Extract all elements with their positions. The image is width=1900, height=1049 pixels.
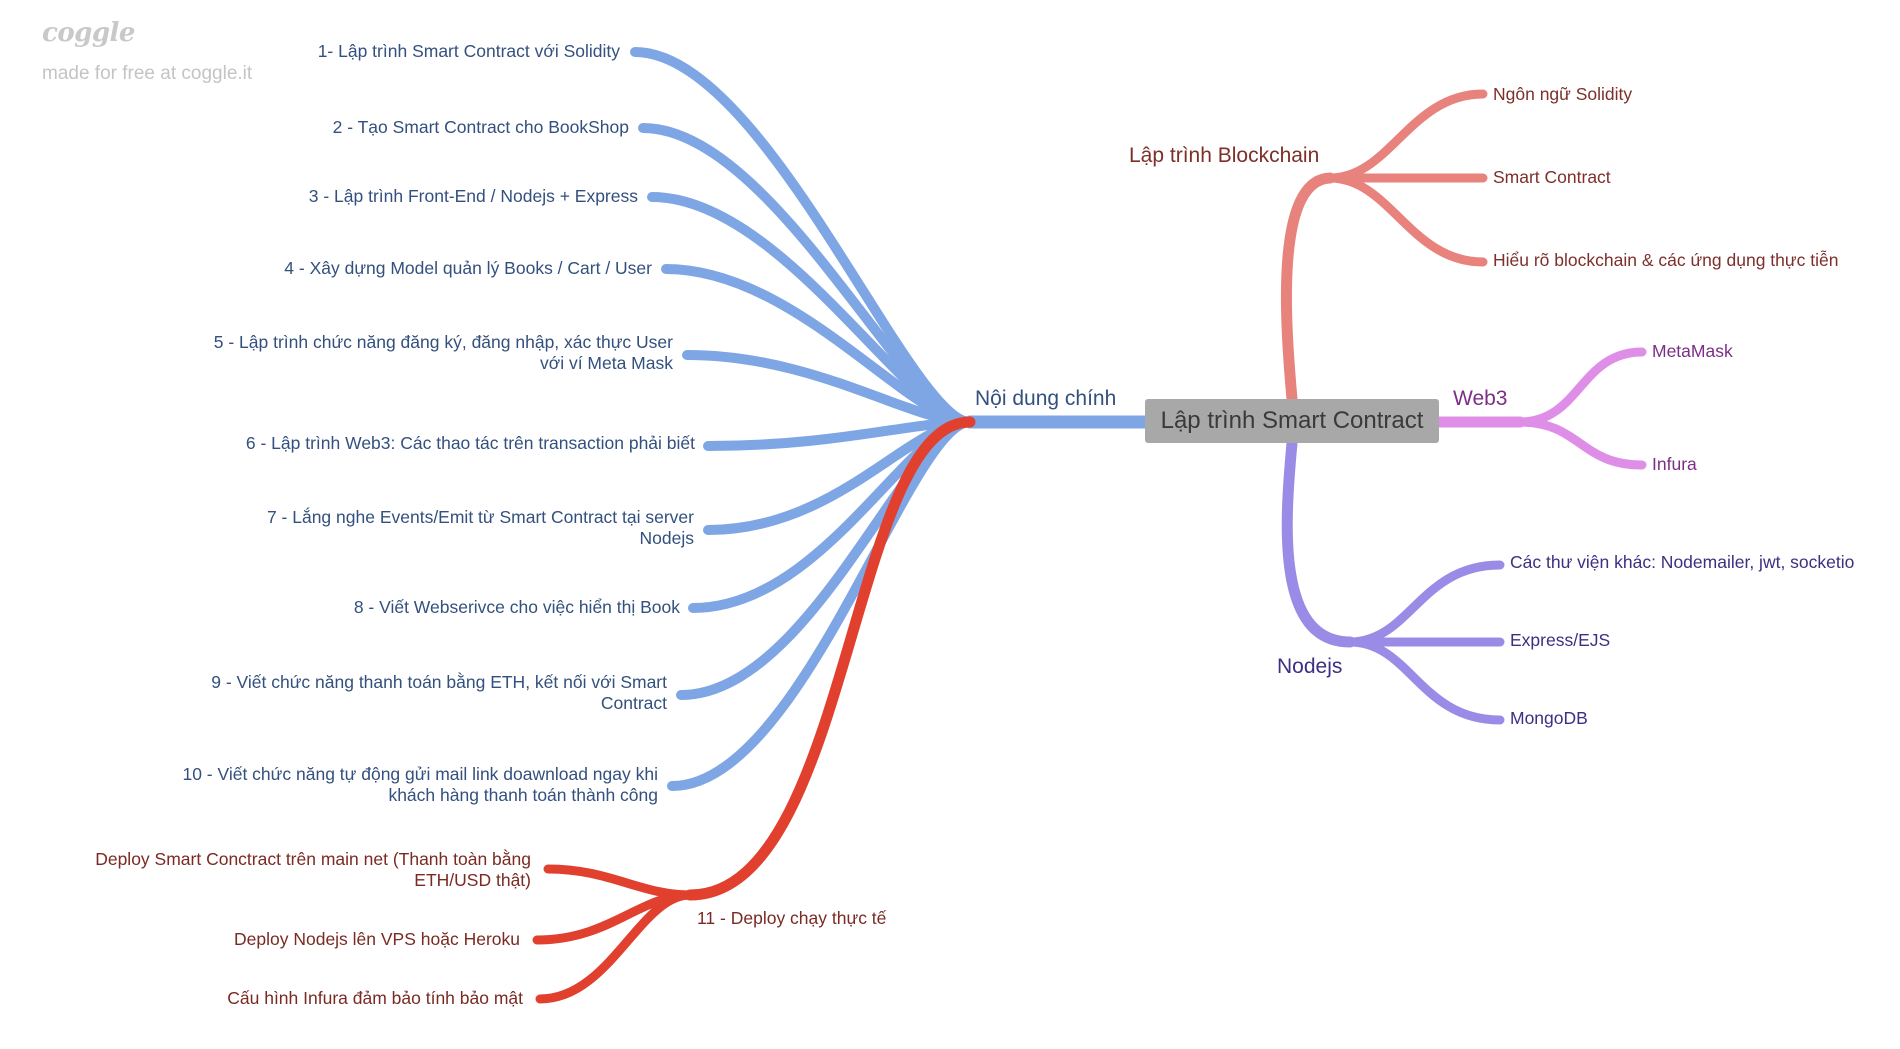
connector-nodejs-1 (1345, 560, 1505, 647)
leaf-blockchain-1[interactable]: Ngôn ngữ Solidity (1493, 84, 1633, 104)
connector-deploy-3 (535, 890, 695, 1004)
leaf-web3-metamask[interactable]: MetaMask (1652, 341, 1733, 361)
leaf-noi-dung-4[interactable]: 4 - Xây dựng Model quản lý Books / Cart … (284, 258, 652, 278)
leaf-nodejs-1[interactable]: Các thư viện khác: Nodemailer, jwt, sock… (1510, 552, 1855, 572)
branch-noi-dung-chinh[interactable]: Nội dung chính (975, 387, 1117, 410)
connector-deploy-1 (543, 864, 695, 900)
leaf-noi-dung-9[interactable]: 9 - Viết chức năng thanh toán bằng ETH, … (211, 672, 667, 713)
connector-deploy-trunk (684, 416, 976, 901)
connector-blockchain-1 (1325, 89, 1488, 183)
connector-noi-dung-10 (667, 417, 975, 791)
leaf-nodejs-2[interactable]: Express/EJS (1510, 630, 1611, 650)
leaf-noi-dung-6[interactable]: 6 - Lập trình Web3: Các thao tác trên tr… (245, 433, 695, 453)
coggle-tagline: made for free at coggle.it (42, 63, 253, 84)
leaf-noi-dung-3[interactable]: 3 - Lập trình Front-End / Nodejs + Expre… (308, 186, 638, 206)
connector-nodejs-trunk (1281, 437, 1356, 648)
central-topic-label: Lập trình Smart Contract (1160, 407, 1424, 434)
branch-web3[interactable]: Web3 (1453, 387, 1508, 410)
leaf-blockchain-3[interactable]: Hiểu rõ blockchain & các ứng dụng thực t… (1493, 250, 1839, 270)
leaf-deploy-1[interactable]: Deploy Smart Conctract trên main net (Th… (95, 849, 531, 890)
leaf-nodejs-3[interactable]: MongoDB (1510, 708, 1588, 728)
branch-deploy[interactable]: 11 - Deploy chạy thực tế (697, 908, 887, 928)
coggle-logo: coggle (42, 18, 135, 48)
leaf-noi-dung-2[interactable]: 2 - Tạo Smart Contract cho BookShop (332, 117, 629, 137)
leaf-noi-dung-8[interactable]: 8 - Viết Webserivce cho việc hiển thị Bo… (353, 597, 680, 617)
central-topic[interactable]: Lập trình Smart Contract (1145, 399, 1439, 443)
branch-nodejs[interactable]: Nodejs (1277, 655, 1343, 678)
connector-nodejs-3 (1345, 637, 1505, 725)
leaf-noi-dung-10[interactable]: 10 - Viết chức năng tự động gửi mail lin… (182, 764, 658, 805)
leaf-deploy-2[interactable]: Deploy Nodejs lên VPS hoặc Heroku (234, 929, 520, 949)
leaf-noi-dung-5[interactable]: 5 - Lập trình chức năng đăng ký, đăng nh… (213, 332, 673, 373)
leaf-noi-dung-1[interactable]: 1- Lập trình Smart Contract với Solidity (317, 41, 620, 61)
connector-blockchain-trunk (1280, 172, 1336, 405)
branch-lap-trinh-blockchain[interactable]: Lập trình Blockchain (1129, 144, 1320, 167)
connector-web3-2 (1515, 417, 1647, 470)
leaf-blockchain-2[interactable]: Smart Contract (1493, 167, 1611, 187)
connector-blockchain-3 (1325, 173, 1488, 267)
leaf-noi-dung-7[interactable]: 7 - Lắng nghe Events/Emit từ Smart Contr… (266, 507, 694, 548)
leaf-web3-infura[interactable]: Infura (1652, 454, 1697, 474)
connector-web3-1 (1515, 347, 1647, 427)
leaf-deploy-3[interactable]: Cấu hình Infura đảm bảo tính bảo mật (227, 988, 523, 1008)
